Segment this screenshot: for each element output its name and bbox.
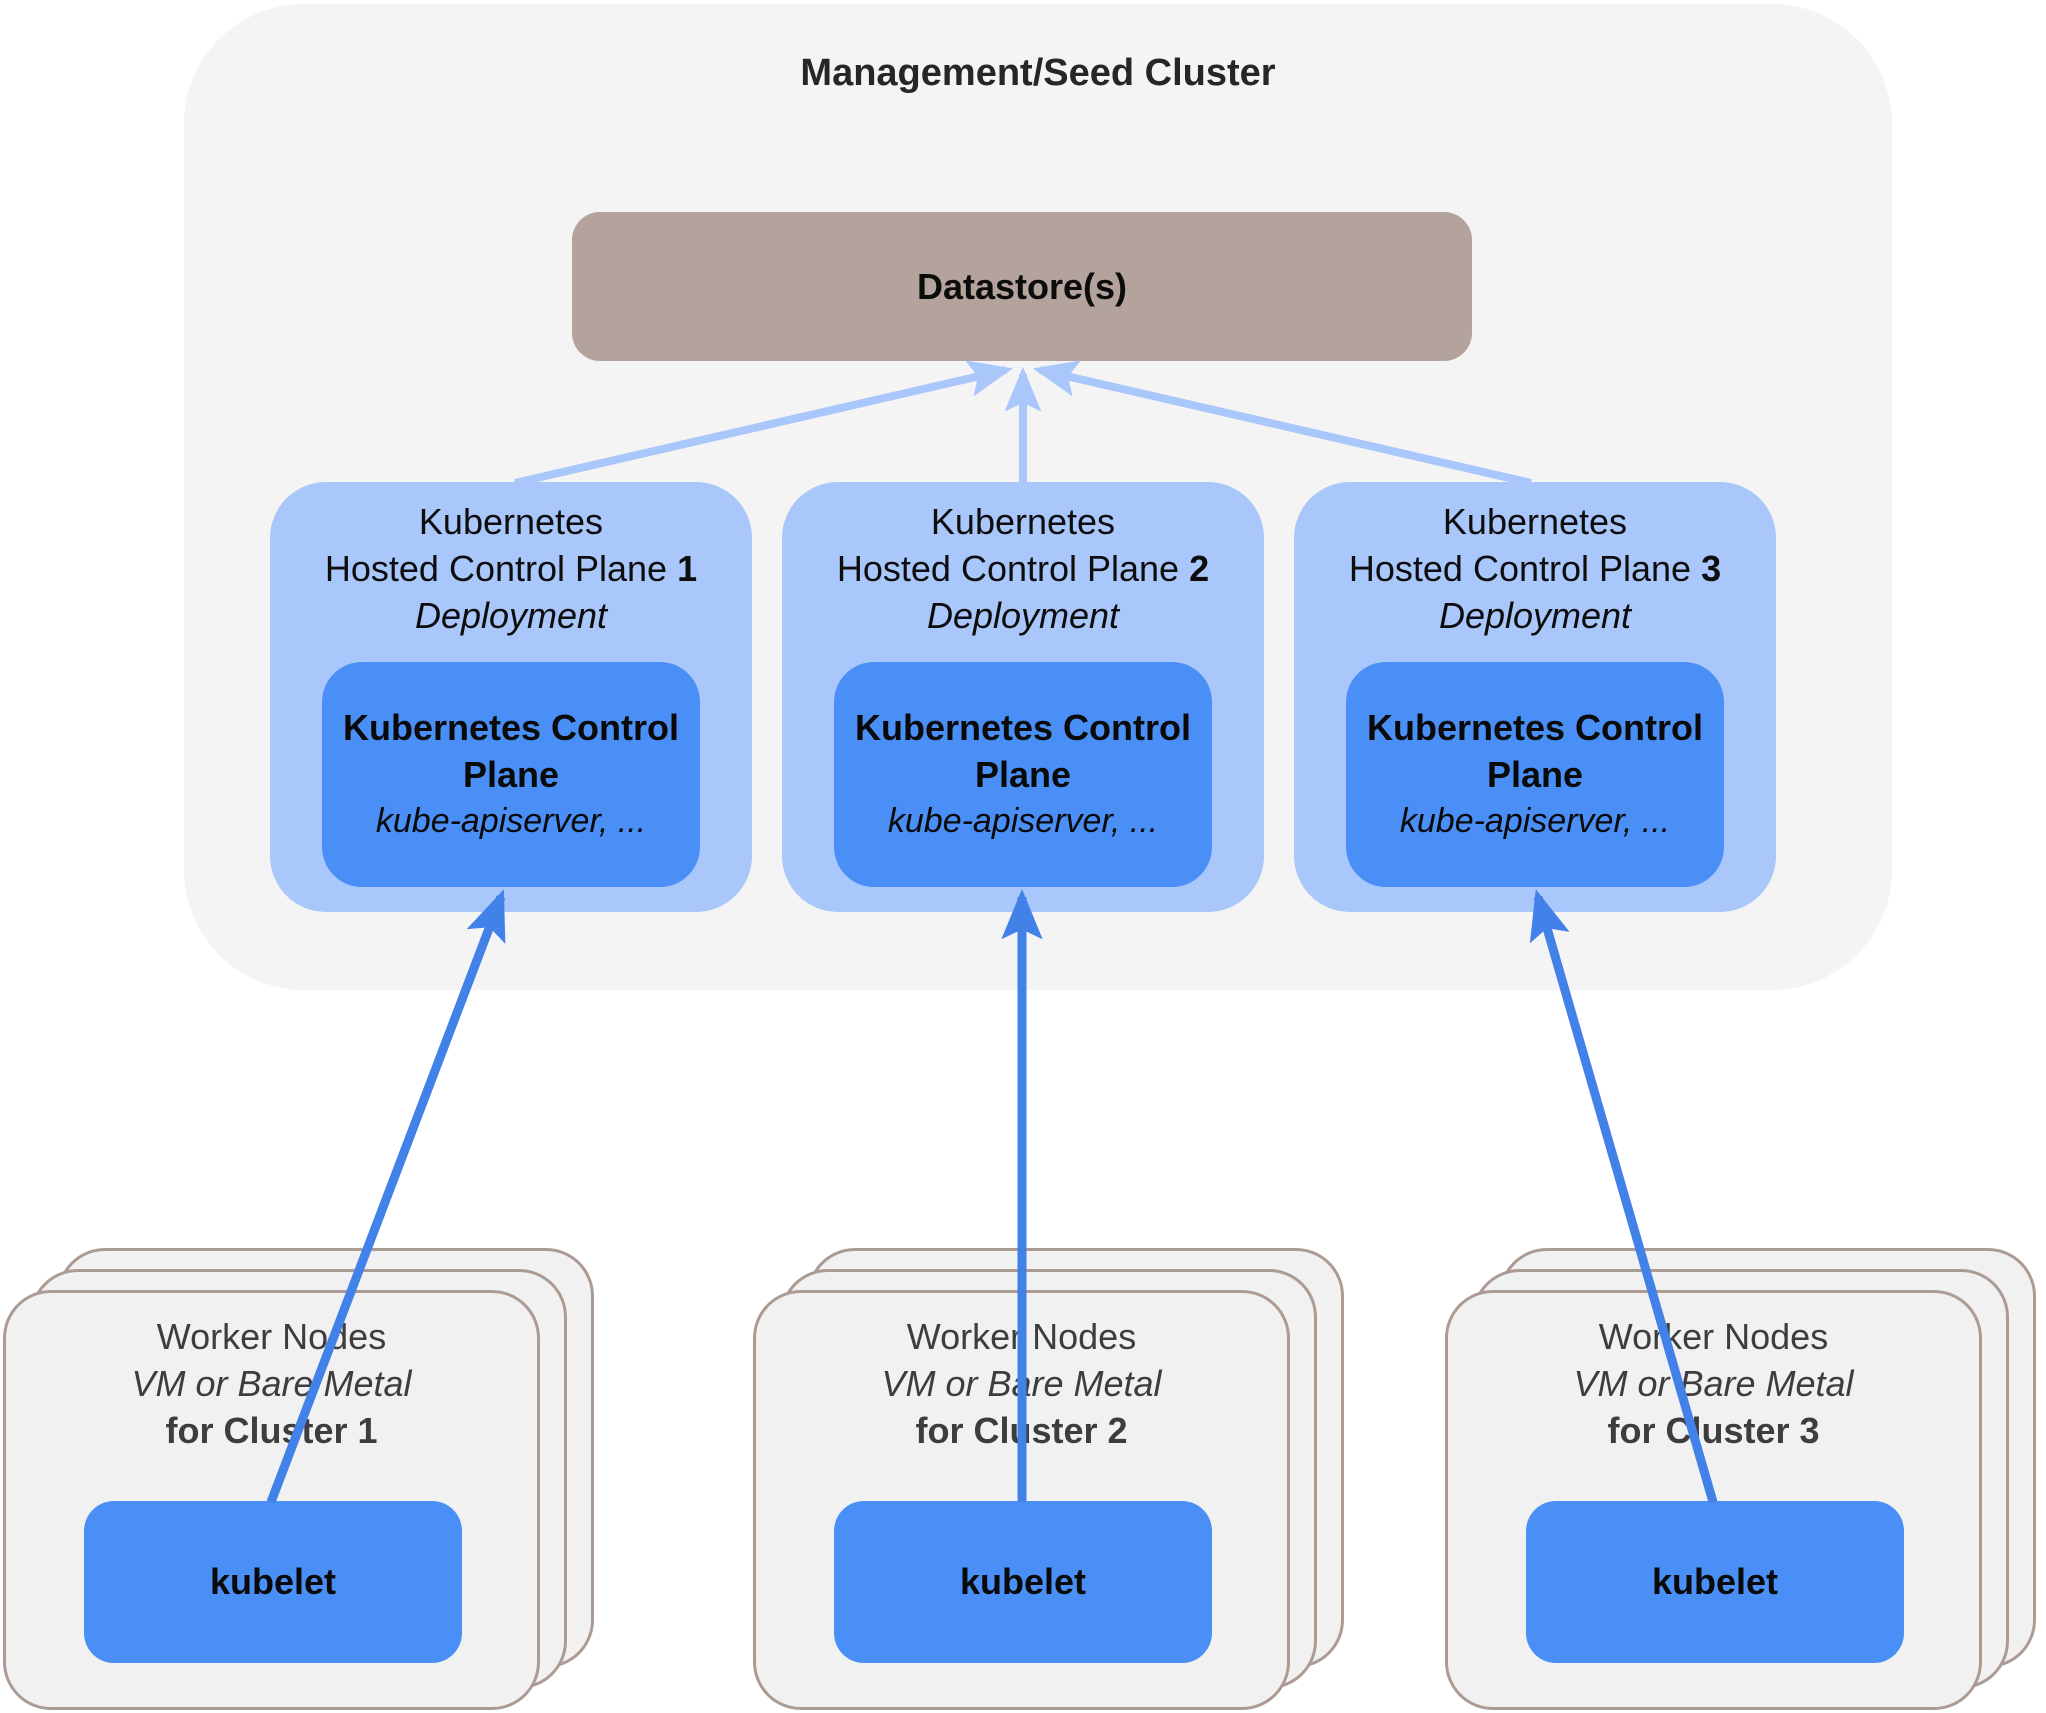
cp3-line3: Deployment (1438, 595, 1632, 636)
hosted-control-plane-2-box: Kubernetes Hosted Control Plane 2 Deploy… (782, 482, 1264, 912)
worker-card-front-1: Worker Nodes VM or Bare Metal for Cluste… (3, 1290, 540, 1710)
worker2-line1: Worker Nodes (906, 1316, 1137, 1357)
kubelet-label-1: kubelet (209, 1561, 337, 1602)
cp2-line3: Deployment (926, 595, 1120, 636)
cp1-line3: Deployment (414, 595, 608, 636)
cp1-inner-subtitle: kube-apiserver, ... (375, 802, 647, 840)
cp2-inner-subtitle: kube-apiserver, ... (887, 802, 1159, 840)
hosted-control-plane-3-box: Kubernetes Hosted Control Plane 3 Deploy… (1294, 482, 1776, 912)
worker1-line1: Worker Nodes (156, 1316, 387, 1357)
kubelet-label-3: kubelet (1651, 1561, 1779, 1602)
cp1-inner-title-line1: Kubernetes Control (342, 707, 680, 748)
cp3-inner-title-line2: Plane (1486, 754, 1584, 795)
worker-card-front-3: Worker Nodes VM or Bare Metal for Cluste… (1445, 1290, 1982, 1710)
cp1-inner-title-line2: Plane (462, 754, 560, 795)
worker1-line3: for Cluster 1 (165, 1410, 378, 1451)
cp1-line2: Hosted Control Plane 1 (324, 548, 698, 589)
cp3-line1: Kubernetes (1442, 501, 1628, 542)
datastore-box: Datastore(s) (572, 212, 1472, 361)
worker-nodes-stack-3: Worker Nodes VM or Bare Metal for Cluste… (1445, 1248, 2045, 1713)
worker2-line2: VM or Bare Metal (881, 1363, 1162, 1404)
datastore-label: Datastore(s) (916, 265, 1128, 307)
cp2-inner-title-line2: Plane (974, 754, 1072, 795)
worker2-line3: for Cluster 2 (915, 1410, 1128, 1451)
worker1-line2: VM or Bare Metal (131, 1363, 412, 1404)
kubelet-box-1: kubelet (84, 1501, 462, 1663)
cp1-kubernetes-control-plane-box: Kubernetes Control Plane kube-apiserver,… (322, 662, 700, 887)
cp3-line2: Hosted Control Plane 3 (1348, 548, 1722, 589)
worker-card-front-2: Worker Nodes VM or Bare Metal for Cluste… (753, 1290, 1290, 1710)
cp2-kubernetes-control-plane-box: Kubernetes Control Plane kube-apiserver,… (834, 662, 1212, 887)
kubelet-box-3: kubelet (1526, 1501, 1904, 1663)
cp1-line1: Kubernetes (418, 501, 604, 542)
kubelet-box-2: kubelet (834, 1501, 1212, 1663)
worker-nodes-stack-1: Worker Nodes VM or Bare Metal for Cluste… (3, 1248, 603, 1713)
worker3-line1: Worker Nodes (1598, 1316, 1829, 1357)
management-cluster-title: Management/Seed Cluster (800, 52, 1276, 94)
kubelet-label-2: kubelet (959, 1561, 1087, 1602)
cp3-inner-title-line1: Kubernetes Control (1366, 707, 1704, 748)
worker-nodes-stack-2: Worker Nodes VM or Bare Metal for Cluste… (753, 1248, 1353, 1713)
cp2-line2: Hosted Control Plane 2 (836, 548, 1210, 589)
worker3-line2: VM or Bare Metal (1573, 1363, 1854, 1404)
worker3-line3: for Cluster 3 (1607, 1410, 1820, 1451)
cp3-inner-subtitle: kube-apiserver, ... (1399, 802, 1671, 840)
hosted-control-plane-1-box: Kubernetes Hosted Control Plane 1 Deploy… (270, 482, 752, 912)
cp2-line1: Kubernetes (930, 501, 1116, 542)
cp3-kubernetes-control-plane-box: Kubernetes Control Plane kube-apiserver,… (1346, 662, 1724, 887)
cp2-inner-title-line1: Kubernetes Control (854, 707, 1192, 748)
